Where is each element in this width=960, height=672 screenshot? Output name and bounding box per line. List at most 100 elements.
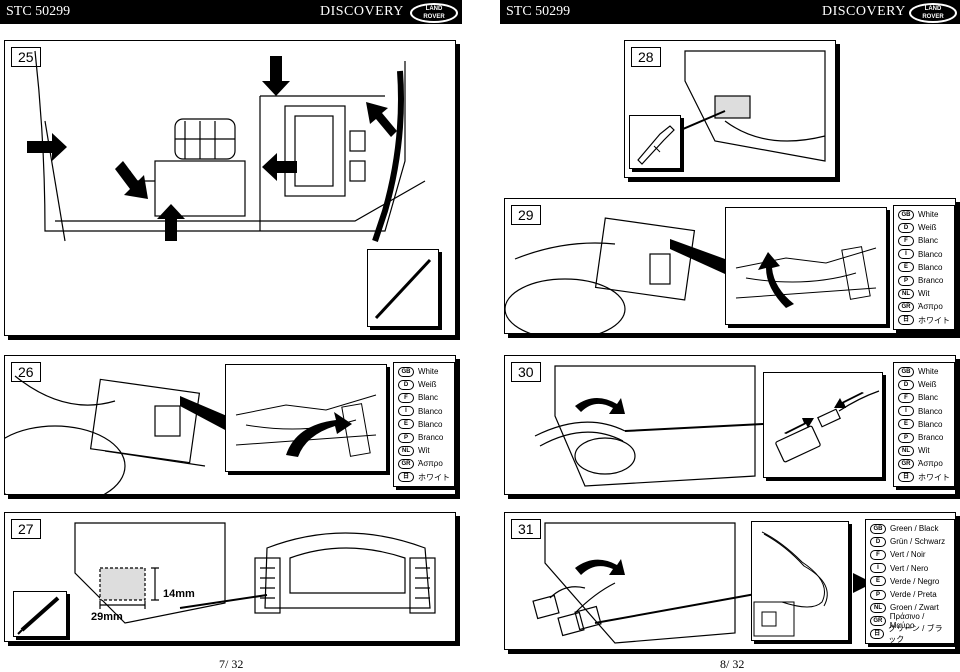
color-name: White (418, 367, 439, 377)
step-25-panel: 25 (4, 40, 456, 336)
step-26-detail (235, 394, 377, 457)
document-code: STC 50299 (506, 4, 571, 19)
legend-row: 日ホワイト (898, 314, 950, 327)
color-name: Verde / Preta (890, 590, 937, 600)
lang-code: E (898, 419, 914, 430)
step-number: 28 (631, 47, 661, 67)
lang-code: D (898, 222, 914, 233)
step-28-tool-inset (629, 115, 681, 169)
step-25-illustration (27, 50, 426, 242)
step-number: 26 (11, 362, 41, 382)
step-26-illustration (5, 375, 227, 494)
lang-code: P (870, 589, 886, 600)
legend-row: I Blanco (898, 405, 950, 418)
lang-code: NL (898, 288, 914, 299)
step-26-detail-inset (225, 364, 387, 472)
legend-row: 日ホワイト (398, 471, 450, 484)
lang-code: NL (398, 445, 414, 456)
step-number: 25 (11, 47, 41, 67)
color-name: Weiß (918, 223, 937, 233)
lang-code: GB (870, 523, 886, 534)
knife-icon (637, 125, 675, 165)
color-name: Άσπρο (918, 459, 943, 469)
lang-code: GR (870, 615, 886, 626)
lang-code: GB (898, 209, 914, 220)
color-name: Blanc (918, 393, 939, 403)
legend-row: GR Άσπρο (898, 457, 950, 470)
color-name: グリーン / ブラック (888, 624, 943, 645)
lang-code: E (398, 419, 414, 430)
lang-code: 日 (398, 472, 414, 483)
color-name: Wit (918, 446, 930, 456)
lang-code: GR (398, 458, 414, 469)
lang-code: F (398, 392, 414, 403)
color-name: Groen / Zwart (890, 603, 939, 613)
lang-code: D (398, 379, 414, 390)
lang-code: I (898, 249, 914, 260)
color-name: Blanco (418, 419, 443, 429)
color-name: Blanco (918, 262, 943, 272)
legend-row: GB Green / Black (870, 522, 950, 535)
step-29-illustration (505, 217, 725, 333)
lang-code: GR (898, 458, 914, 469)
step-30-detail-inset (763, 372, 883, 478)
lang-code: I (398, 406, 414, 417)
color-name: Blanco (918, 406, 943, 416)
color-name: ホワイト (918, 315, 950, 325)
lang-code: GR (898, 301, 914, 312)
lang-code: P (398, 432, 414, 443)
lang-code: 日 (898, 472, 914, 483)
color-name: Blanc (418, 393, 439, 403)
page-number: 7/ 32 (219, 657, 244, 671)
lang-code: 日 (870, 629, 885, 640)
step-31-detail-inset (751, 521, 849, 641)
legend-row: F Blanc (398, 391, 450, 404)
lang-code: I (898, 406, 914, 417)
step-27-illustration (74, 522, 436, 624)
step-25-tool-inset (367, 249, 439, 327)
color-name: Green / Black (890, 524, 939, 534)
step-30-detail (775, 390, 880, 463)
step-28-panel: 28 (624, 40, 836, 178)
height-dimension: 14mm (163, 588, 195, 600)
lang-code: F (870, 549, 886, 560)
color-name: ホワイト (918, 472, 950, 482)
lang-code: NL (870, 602, 886, 613)
color-name: ホワイト (418, 472, 450, 482)
color-name: Άσπρο (418, 459, 443, 469)
lang-code: I (870, 563, 886, 574)
legend-row: D Weiß (898, 378, 950, 391)
legend-row: E Blanco (398, 418, 450, 431)
color-name: Blanco (918, 419, 943, 429)
color-name: Weiß (918, 380, 937, 390)
left-header-bar: STC 50299 DISCOVERY (0, 0, 462, 24)
pencil-icon (17, 596, 60, 635)
lang-code: P (898, 275, 914, 286)
step-29-detail (735, 246, 877, 308)
color-name: Άσπρο (918, 302, 943, 312)
color-name: Blanc (918, 236, 939, 246)
legend-row: GR Άσπρο (398, 457, 450, 470)
color-name: White (918, 367, 939, 377)
lang-code: D (898, 379, 914, 390)
color-name: Weiß (418, 380, 437, 390)
